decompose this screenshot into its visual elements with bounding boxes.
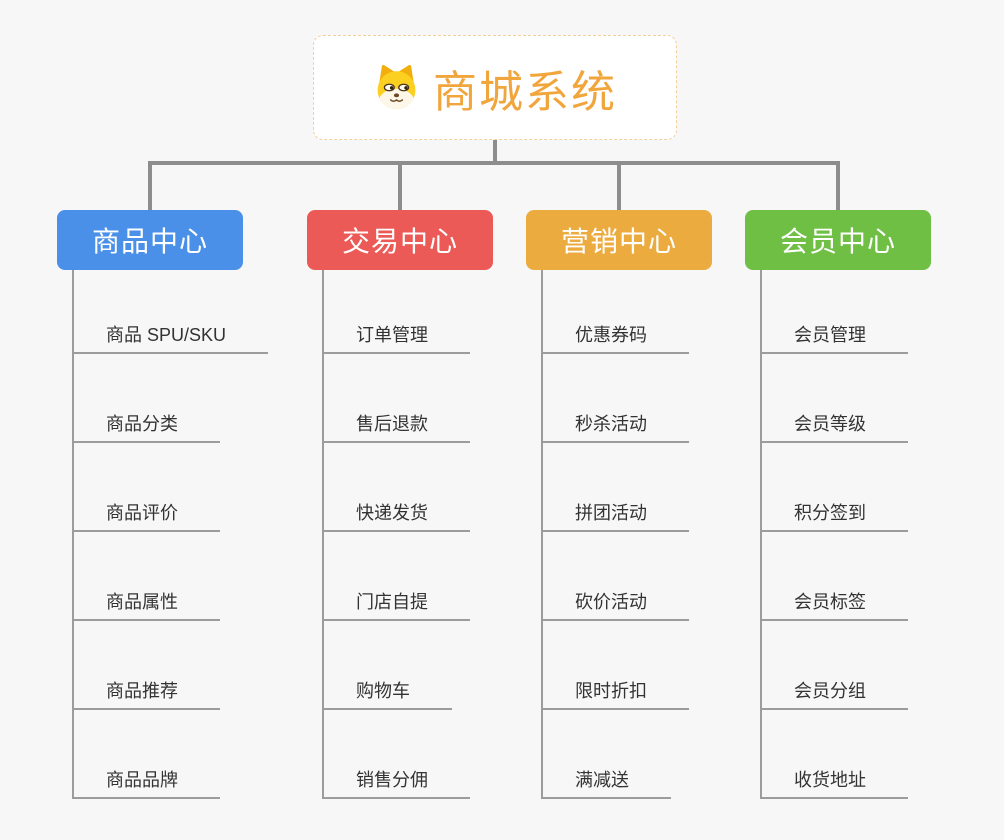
branch-label: 交易中心 [341,226,458,257]
leaf-item[interactable]: 会员分组 [760,621,908,710]
leaf-item[interactable]: 销售分佣 [322,710,470,799]
leaf-item[interactable]: 秒杀活动 [541,354,689,443]
leaf-label: 会员等级 [760,413,908,443]
leaf-item[interactable]: 商品评价 [72,443,220,532]
leaf-label: 商品 SPU/SKU [72,324,269,354]
leaf-item[interactable]: 商品属性 [72,532,220,621]
leaf-label: 购物车 [322,680,452,710]
leaf-item[interactable]: 会员管理 [760,270,908,354]
leaf-label: 积分签到 [760,502,908,532]
leaf-label: 订单管理 [322,324,470,354]
leaf-item[interactable]: 满减送 [541,710,671,799]
connector-root-riser [493,140,497,163]
leaf-item[interactable]: 积分签到 [760,443,908,532]
leaf-item[interactable]: 快递发货 [322,443,470,532]
leaf-item[interactable]: 商品推荐 [72,621,220,710]
leaf-label: 商品品牌 [72,769,220,799]
branch-label: 会员中心 [779,226,896,257]
leaf-item[interactable]: 砍价活动 [541,532,689,621]
leaf-label: 会员标签 [760,591,908,621]
leaf-item[interactable]: 会员标签 [760,532,908,621]
connector-drop-trade [398,163,402,210]
leaf-item[interactable]: 订单管理 [322,270,470,354]
branch-label: 商品中心 [91,226,208,257]
branch-node-member-center[interactable]: 会员中心 [745,210,931,270]
connector-bus [148,161,840,165]
trunk-line-product [72,270,74,799]
trunk-line-marketing [541,270,543,799]
leaf-label: 满减送 [541,769,671,799]
leaf-item[interactable]: 收货地址 [760,710,908,799]
leaf-column-marketing: 优惠券码 秒杀活动 拼团活动 砍价活动 限时折扣 满减送 [541,270,689,799]
leaf-label: 收货地址 [760,769,908,799]
trunk-line-member [760,270,762,799]
leaf-item[interactable]: 售后退款 [322,354,470,443]
leaf-label: 限时折扣 [541,680,689,710]
leaf-label: 会员分组 [760,680,908,710]
leaf-label: 会员管理 [760,324,908,354]
root-title: 商城系统 [433,67,617,117]
branch-label: 营销中心 [560,226,677,257]
branch-node-marketing-center[interactable]: 营销中心 [526,210,712,270]
connector-drop-marketing [617,163,621,210]
leaf-label: 快递发货 [322,502,470,532]
leaf-item[interactable]: 限时折扣 [541,621,689,710]
root-node-mall-system[interactable]: 商城系统 [313,35,677,140]
leaf-label: 商品评价 [72,502,220,532]
leaf-label: 商品属性 [72,591,220,621]
branch-node-product-center[interactable]: 商品中心 [57,210,243,270]
branch-node-trade-center[interactable]: 交易中心 [307,210,493,270]
leaf-label: 优惠券码 [541,324,689,354]
leaf-label: 拼团活动 [541,502,689,532]
leaf-label: 砍价活动 [541,591,689,621]
leaf-column-product: 商品 SPU/SKU 商品分类 商品评价 商品属性 商品推荐 商品品牌 [72,270,269,799]
leaf-label: 商品分类 [72,413,220,443]
leaf-item[interactable]: 商品 SPU/SKU [72,270,269,354]
connector-drop-product [148,163,152,210]
leaf-label: 售后退款 [322,413,470,443]
leaf-item[interactable]: 优惠券码 [541,270,689,354]
dog-face-icon [377,64,416,110]
leaf-label: 秒杀活动 [541,413,689,443]
leaf-column-trade: 订单管理 售后退款 快递发货 门店自提 购物车 销售分佣 [322,270,470,799]
trunk-line-trade [322,270,324,799]
leaf-label: 门店自提 [322,591,470,621]
leaf-label: 商品推荐 [72,680,220,710]
connector-drop-member [836,163,840,210]
leaf-item[interactable]: 商品分类 [72,354,220,443]
leaf-item[interactable]: 门店自提 [322,532,470,621]
leaf-item[interactable]: 商品品牌 [72,710,220,799]
leaf-item[interactable]: 会员等级 [760,354,908,443]
leaf-column-member: 会员管理 会员等级 积分签到 会员标签 会员分组 收货地址 [760,270,908,799]
leaf-item[interactable]: 拼团活动 [541,443,689,532]
leaf-item[interactable]: 购物车 [322,621,452,710]
leaf-label: 销售分佣 [322,769,470,799]
